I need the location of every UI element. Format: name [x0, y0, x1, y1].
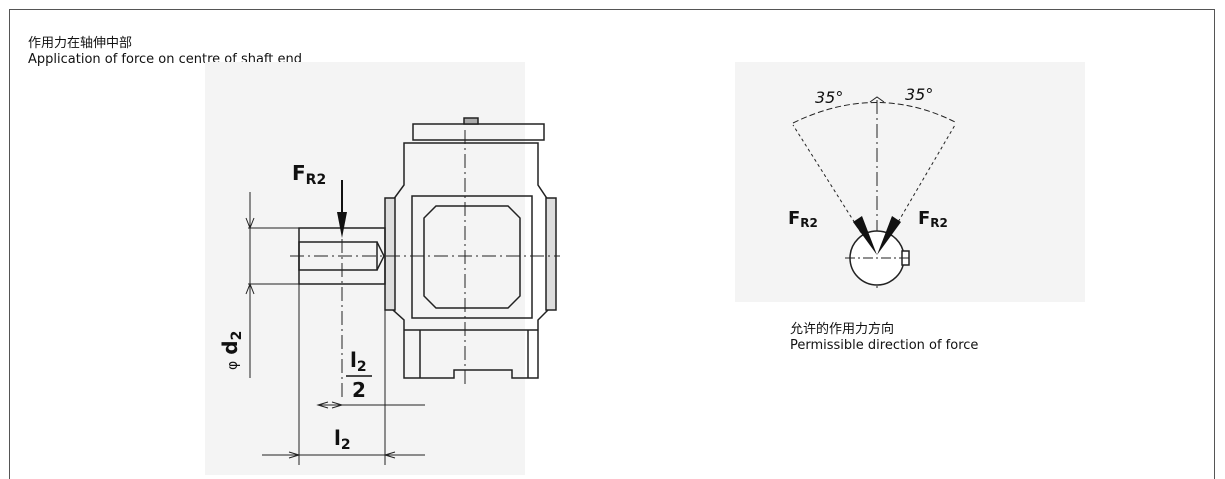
half-length-dimension [298, 284, 425, 465]
diameter-dimension [245, 192, 299, 378]
force-arrow-fr2 [337, 180, 347, 238]
drawing-frame [9, 9, 1215, 479]
diameter-label: φd2 [218, 331, 245, 370]
angle-label-right: 35° [905, 85, 933, 104]
gearbox-window [423, 205, 521, 309]
right-caption-en: Permissible direction of force [790, 338, 979, 353]
shaft-end-chamfer [376, 241, 385, 271]
top-caption-cn: 作用力在轴伸中部 [28, 36, 133, 51]
full-length-dimension [262, 451, 425, 459]
gearbox-inner-frame [411, 195, 533, 319]
center-lines [290, 130, 560, 400]
shaft-cross-section [845, 230, 912, 286]
left-diagram-background [205, 62, 525, 475]
half-length-denominator: 2 [352, 378, 366, 402]
force-arrow-left [853, 216, 877, 255]
force-arrow-right [877, 216, 901, 255]
gearbox-top-cap [412, 123, 545, 141]
force-label-fr2: FR2 [292, 161, 326, 188]
force-label-left: FR2 [788, 208, 818, 230]
right-caption: 允许的作用力方向 Permissible direction of force [790, 322, 978, 354]
gearbox-vent-plug [463, 117, 479, 125]
gearbox-right-flange [545, 197, 557, 311]
full-length-label: l2 [334, 426, 351, 453]
force-label-right: FR2 [918, 208, 948, 230]
half-length-numerator: l2 [350, 348, 367, 375]
right-diagram-background [735, 62, 1085, 302]
angle-label-left: 35° [815, 88, 843, 107]
gearbox-left-flange [384, 197, 396, 311]
right-caption-cn: 允许的作用力方向 [790, 322, 895, 337]
